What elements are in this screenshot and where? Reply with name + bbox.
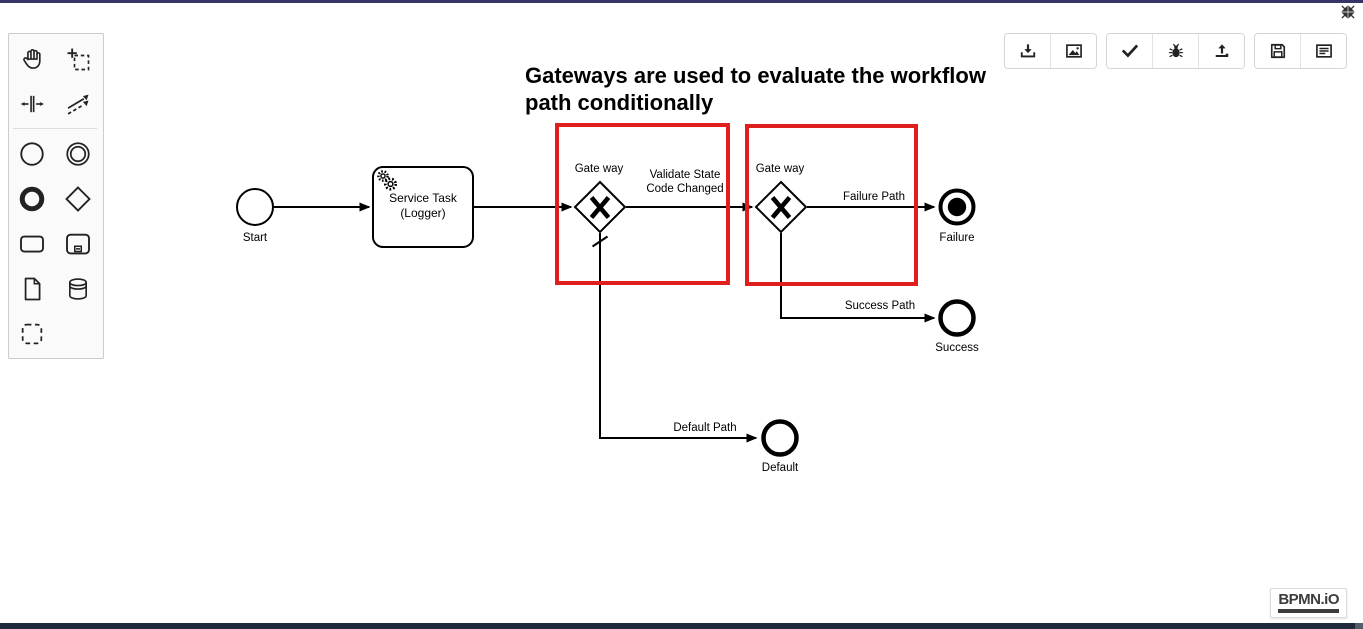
- save-icon: [1270, 43, 1285, 59]
- check-icon: [1121, 44, 1138, 58]
- start-event-shape[interactable]: [236, 188, 274, 226]
- end-event-icon: [19, 186, 45, 211]
- gateway-1-label[interactable]: Gate way: [575, 163, 624, 175]
- flow-validate-label-line2[interactable]: Code Changed: [646, 183, 723, 195]
- service-task-gear-icon: [377, 170, 397, 191]
- bottom-bar-end-cap: [1355, 623, 1363, 629]
- data-store-icon: [69, 277, 87, 300]
- palette-create-start-event[interactable]: [9, 131, 55, 176]
- toolbar: [1004, 33, 1347, 69]
- check-button[interactable]: [1107, 34, 1152, 68]
- download-icon: [1020, 44, 1035, 58]
- global-connect-icon: [67, 94, 89, 115]
- save-button[interactable]: [1255, 34, 1300, 68]
- start-event-icon: [20, 141, 44, 166]
- diagram-heading-line1: Gateways are used to evaluate the workfl…: [525, 63, 987, 88]
- export-image-button[interactable]: [1050, 34, 1096, 68]
- palette-global-connect-tool[interactable]: [55, 81, 101, 126]
- service-task-label-line2[interactable]: (Logger): [400, 206, 445, 220]
- palette-create-end-event[interactable]: [9, 176, 55, 221]
- flow-success-path[interactable]: [780, 233, 936, 323]
- end-event-success-shape[interactable]: [938, 299, 976, 337]
- palette-create-subprocess[interactable]: [55, 221, 101, 266]
- lasso-tool-icon: [67, 48, 90, 70]
- subprocess-icon: [66, 233, 90, 254]
- flow-default-path[interactable]: [599, 233, 758, 443]
- diagram-heading-line2: path conditionally: [525, 90, 714, 115]
- bug-icon: [1168, 43, 1183, 58]
- upload-icon: [1215, 44, 1228, 57]
- annotation-box-gateway2: [745, 124, 918, 286]
- start-event-label[interactable]: Start: [243, 232, 268, 244]
- flow-validate-label-line1[interactable]: Validate State: [650, 169, 721, 181]
- bpmn-palette: [8, 33, 104, 359]
- task-icon: [20, 235, 44, 252]
- palette-create-data-object[interactable]: [9, 266, 55, 311]
- end-event-default-label[interactable]: Default: [762, 462, 799, 474]
- forms-button[interactable]: [1300, 34, 1346, 68]
- bpmn-io-watermark[interactable]: BPMN.iO: [1270, 588, 1347, 618]
- data-object-icon: [24, 277, 41, 300]
- flow-success-label[interactable]: Success Path: [845, 300, 915, 312]
- space-tool-icon: [20, 95, 44, 112]
- palette-lasso-tool[interactable]: [55, 36, 101, 81]
- bpmn-io-logo-underline: [1278, 609, 1339, 613]
- default-flow-marker: [591, 235, 609, 248]
- intermediate-event-icon: [66, 141, 90, 166]
- bpmn-io-logo-text: BPMN.iO: [1278, 591, 1339, 608]
- flow-default-label[interactable]: Default Path: [673, 422, 736, 434]
- end-event-success-label[interactable]: Success: [935, 342, 979, 354]
- toolbar-group-actions: [1106, 33, 1245, 69]
- collapse-arrows-icon[interactable]: [1340, 4, 1356, 20]
- image-icon: [1065, 44, 1082, 58]
- forms-icon: [1315, 44, 1332, 58]
- palette-space-tool[interactable]: [9, 81, 55, 126]
- palette-create-task[interactable]: [9, 221, 55, 266]
- palette-create-intermediate-event[interactable]: [55, 131, 101, 176]
- palette-hand-tool[interactable]: [9, 36, 55, 81]
- palette-divider: [13, 128, 97, 129]
- window-top-border: [0, 0, 1363, 3]
- palette-create-gateway[interactable]: [55, 176, 101, 221]
- hand-tool-icon: [23, 48, 41, 69]
- end-event-failure-terminate-marker: [947, 197, 967, 217]
- window-bottom-bar: [0, 623, 1363, 629]
- service-task-label-line1[interactable]: Service Task: [389, 191, 458, 205]
- flow-failure-label[interactable]: Failure Path: [843, 191, 905, 203]
- gateway-2-x-marker: [770, 196, 792, 219]
- gateway-icon: [65, 185, 91, 212]
- end-event-failure-label[interactable]: Failure: [939, 232, 974, 244]
- palette-create-data-store[interactable]: [55, 266, 101, 311]
- toolbar-group-export: [1004, 33, 1097, 69]
- annotation-box-gateway1: [555, 123, 730, 285]
- end-event-default-shape[interactable]: [761, 419, 799, 457]
- download-button[interactable]: [1005, 34, 1050, 68]
- gateway-2-label[interactable]: Gate way: [756, 163, 805, 175]
- gateway-1-x-marker: [589, 196, 611, 219]
- upload-button[interactable]: [1198, 34, 1244, 68]
- bug-button[interactable]: [1152, 34, 1198, 68]
- service-task-shape[interactable]: [372, 166, 474, 248]
- toolbar-group-save: [1254, 33, 1347, 69]
